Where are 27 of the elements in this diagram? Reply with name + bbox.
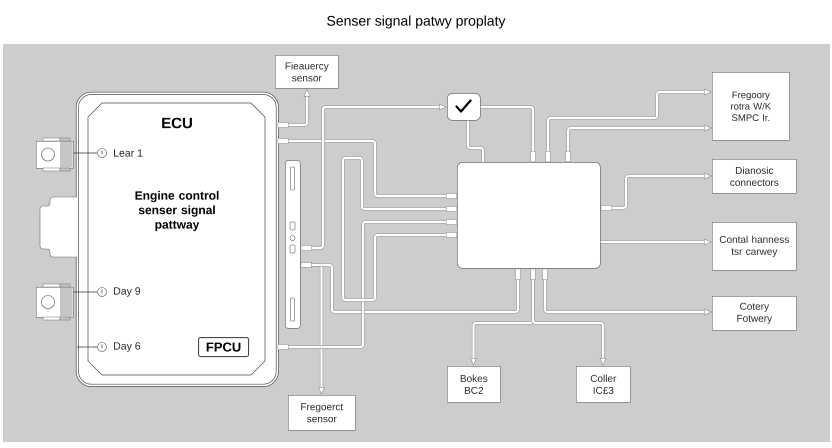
title: Senser signal patwy proplaty bbox=[327, 15, 506, 29]
leader-line bbox=[76, 346, 98, 348]
label-box: Cotery Fotwery bbox=[712, 296, 797, 331]
label-text: Day 6 bbox=[114, 342, 140, 352]
leader-line bbox=[73, 152, 98, 154]
connector-strip bbox=[285, 160, 301, 329]
sensor-box: Fregoerct sensor bbox=[288, 395, 356, 431]
plug-connector bbox=[36, 138, 74, 172]
label-box: Fregoory rotra W/K SMPC Ir. bbox=[712, 72, 790, 141]
label-text: Lear 1 bbox=[114, 149, 142, 157]
body-text: Engine control senser signal pattway bbox=[135, 190, 218, 232]
module-box bbox=[457, 162, 601, 269]
connector-line bbox=[341, 156, 457, 302]
label-box: Contal hanness tsr carwey bbox=[712, 222, 797, 271]
connector-line bbox=[300, 262, 521, 314]
connector-line bbox=[278, 219, 457, 350]
sensor-box: Fieauercy sensor bbox=[275, 55, 339, 89]
label-text: Day 9 bbox=[114, 287, 140, 297]
connector-line bbox=[480, 105, 536, 162]
connector-line bbox=[278, 138, 457, 199]
text-box: FPCU bbox=[198, 337, 250, 358]
label-box: Coller IC£3 bbox=[576, 366, 631, 403]
plug-connector bbox=[36, 284, 74, 320]
connector-line bbox=[466, 120, 485, 162]
label-box: Bokes BC2 bbox=[447, 366, 501, 403]
label-box: Dianosic connectors bbox=[712, 159, 797, 194]
heading: ECU bbox=[162, 118, 192, 128]
